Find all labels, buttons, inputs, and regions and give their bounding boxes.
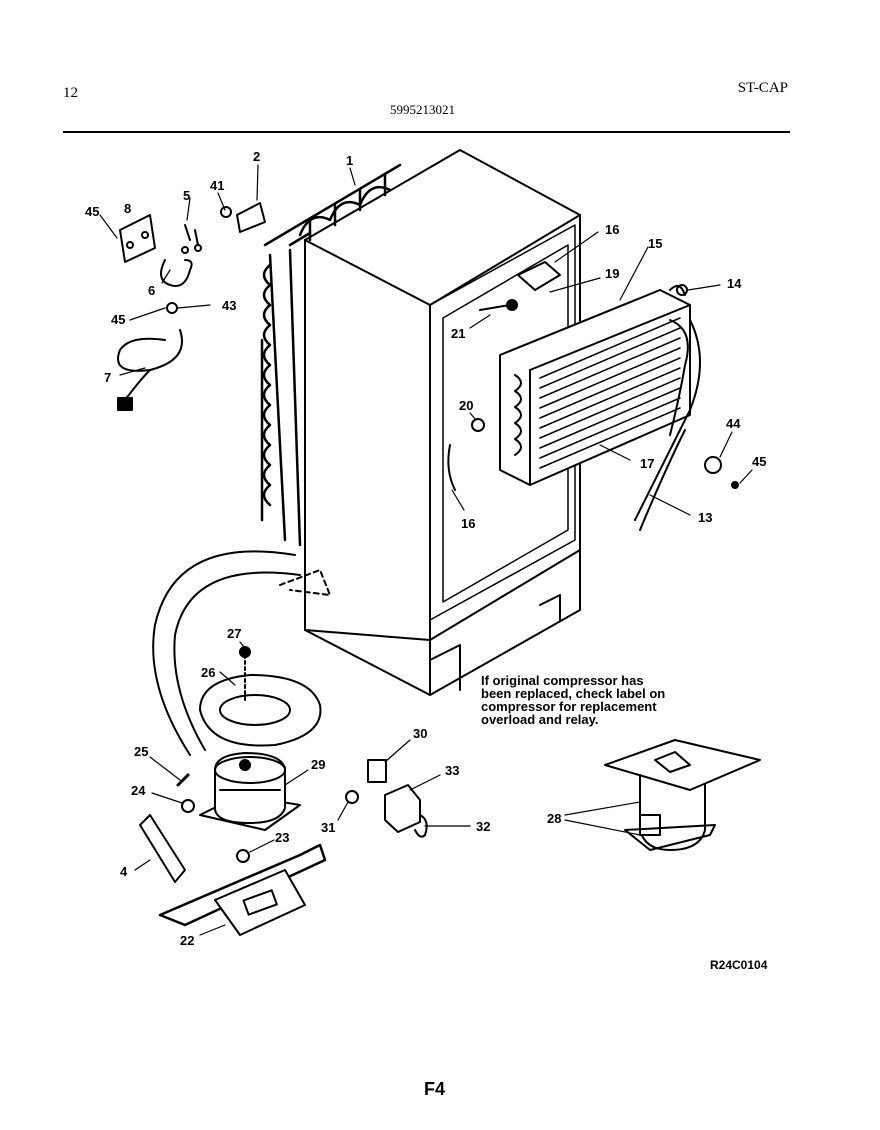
- callout-27: 27: [227, 626, 241, 641]
- callout-30: 30: [413, 726, 427, 741]
- compressor: [199, 752, 301, 831]
- note-line-1: If original compressor has: [481, 673, 644, 688]
- model-code: ST-CAP: [737, 80, 788, 96]
- callout-33: 33: [445, 763, 459, 778]
- callout-23: 23: [275, 830, 289, 845]
- callout-20: 20: [459, 398, 473, 413]
- callout-44: 44: [726, 416, 741, 431]
- callout-32: 32: [476, 819, 490, 834]
- callout-5: 5: [183, 188, 190, 203]
- note-line-3: compressor for replacement: [481, 699, 657, 714]
- callout-7: 7: [104, 370, 111, 385]
- small-parts: [447, 261, 739, 491]
- callout-8: 8: [124, 201, 131, 216]
- callout-21: 21: [451, 326, 465, 341]
- callout-6: 6: [148, 283, 155, 298]
- callout-45b: 45: [111, 312, 125, 327]
- grommet: [181, 799, 195, 813]
- refrigerator-cabinet: [304, 149, 581, 696]
- callout-19: 19: [605, 266, 619, 281]
- callout-26: 26: [201, 665, 215, 680]
- part-number: 5995213021: [390, 102, 455, 117]
- callout-41: 41: [210, 178, 224, 193]
- callout-4: 4: [120, 864, 128, 879]
- callout-14: 14: [727, 276, 742, 291]
- callout-16: 16: [605, 222, 619, 237]
- relay-overload: [345, 759, 428, 838]
- grommet-lower: [236, 849, 250, 863]
- figure-code: R24C0104: [710, 958, 768, 972]
- callout-45: 45: [85, 204, 99, 219]
- base-rail: [158, 843, 327, 936]
- stud: [176, 773, 190, 787]
- callout-31: 31: [321, 820, 335, 835]
- drain-pan: [199, 646, 322, 747]
- page-number: 12: [63, 85, 78, 101]
- drain-tube: [639, 429, 686, 531]
- callout-15: 15: [648, 236, 662, 251]
- callout-24: 24: [131, 783, 146, 798]
- callout-25: 25: [134, 744, 148, 759]
- bracket: [139, 814, 186, 883]
- note-line-2: been replaced, check label on: [481, 686, 666, 701]
- callout-2: 2: [253, 149, 260, 164]
- condenser-coil: [260, 163, 402, 547]
- callout-17: 17: [640, 456, 654, 471]
- callout-45c: 45: [752, 454, 766, 469]
- power-cord: [117, 329, 183, 411]
- callout-43: 43: [222, 298, 236, 313]
- callout-13: 13: [698, 510, 712, 525]
- callout-28: 28: [547, 811, 561, 826]
- heater-wire: [634, 319, 701, 521]
- callout-16b: 16: [461, 516, 475, 531]
- compressor-note: If original compressor has been replaced…: [481, 674, 721, 726]
- callout-1: 1: [346, 153, 353, 168]
- evaporator: [499, 285, 691, 486]
- figure-label: F4: [424, 1079, 446, 1099]
- callout-22: 22: [180, 933, 194, 948]
- callout-29: 29: [311, 757, 325, 772]
- header-rule: [63, 131, 790, 133]
- alternate-compressor: [604, 739, 761, 851]
- note-line-4: overload and relay.: [481, 712, 599, 727]
- upper-left-parts: [119, 202, 266, 314]
